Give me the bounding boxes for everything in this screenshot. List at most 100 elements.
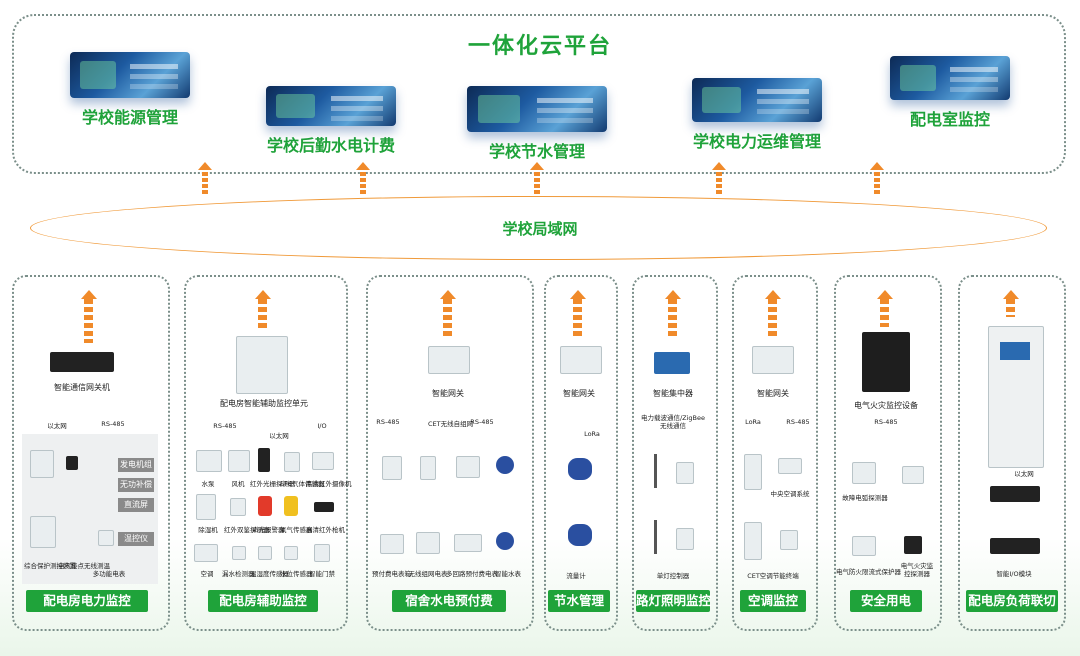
device-caption: 智能门禁: [309, 570, 335, 578]
subsystem-label[interactable]: 节水管理: [548, 590, 610, 612]
device-caption: 水位传感器: [280, 570, 313, 578]
link-label: CET无线自组网: [428, 420, 474, 428]
subsystem-aux-monitor: [184, 275, 348, 631]
monitor-unit-icon: [236, 336, 288, 394]
subsystem-dorm-prepay: [366, 275, 534, 631]
up-arrow-icon: [870, 162, 884, 194]
meter-icon: [454, 534, 482, 552]
dashboard-screen-icon: [266, 86, 396, 126]
app-label: 学校能源管理: [81, 108, 178, 127]
device-caption: 故障电弧探测器: [842, 494, 888, 502]
detector-icon: [230, 498, 246, 516]
platform-title: 一体化云平台: [467, 34, 612, 59]
water-meter-icon: [496, 456, 514, 474]
io-module-icon: [990, 486, 1040, 502]
dashboard-screen-icon: [70, 52, 190, 98]
thermo-icon: [258, 546, 272, 560]
device-caption: 高清红外枪机: [306, 526, 345, 534]
device-caption: 单灯控制器: [656, 572, 690, 580]
central-ac-icon: [778, 458, 802, 474]
subsystem-label[interactable]: 配电房负荷联切: [966, 590, 1058, 612]
link-label: RS-485: [376, 418, 400, 426]
tag-temp: 温控仪: [118, 532, 154, 546]
device-caption: 电气接点无线测温: [58, 562, 110, 570]
up-arrow-icon: [81, 290, 97, 343]
app-school-energy[interactable]: 学校能源管理: [60, 52, 200, 128]
flowmeter-icon: [568, 524, 592, 546]
link-label: RS-485: [470, 418, 494, 426]
protection-device-icon: [30, 450, 54, 478]
subsystem-label[interactable]: 配电房辅助监控: [208, 590, 318, 612]
ac-unit-icon: [744, 522, 762, 560]
dashboard-screen-icon: [467, 86, 607, 132]
subsystem-water-saving: [544, 275, 618, 631]
device-caption: SF6气体传感器: [280, 480, 325, 488]
subsystem-label[interactable]: 路灯照明监控: [636, 590, 711, 612]
gateway-label: 电气火灾监控设备: [854, 401, 918, 410]
device-caption: 电气防火限流式保护器: [836, 568, 901, 576]
device-caption: 无线组网电表: [408, 570, 448, 578]
protection-device-icon: [30, 516, 56, 548]
meter-icon: [98, 530, 114, 546]
gateway-device-icon: [428, 346, 470, 374]
subsystem-ac-monitor: [732, 275, 818, 631]
link-label: 以太网: [1014, 470, 1034, 478]
gateway-device-icon: [50, 352, 114, 372]
up-arrow-icon: [712, 162, 726, 194]
subsystem-label[interactable]: 空调监控: [740, 590, 806, 612]
link-label: 电力载波通信/ZigBee无线通信: [640, 414, 706, 430]
up-arrow-icon: [255, 290, 271, 331]
link-label: LoRa: [584, 430, 600, 438]
device-caption: 漏水检测器: [222, 570, 255, 578]
device-caption: 电气火灾监控探测器: [900, 562, 934, 578]
camera-icon: [312, 452, 334, 470]
app-power-maintenance[interactable]: 学校电力运维管理: [682, 78, 832, 152]
meter-box-icon: [382, 456, 402, 480]
device-caption: 预付费电表箱: [372, 570, 411, 578]
subsystem-power-monitor: [12, 275, 170, 631]
device-caption: 高清红外摄像机: [306, 480, 352, 488]
water-meter-icon: [496, 532, 514, 550]
link-label: RS-485: [101, 420, 125, 428]
leak-icon: [232, 546, 246, 560]
app-utility-billing[interactable]: 学校后勤水电计费: [256, 86, 406, 156]
energy-terminal-icon: [780, 530, 798, 550]
gateway-device-icon: [752, 346, 794, 374]
device-caption: 温湿度传感器: [250, 570, 289, 578]
device-caption: 氧气传感器: [280, 526, 313, 534]
up-arrow-icon: [877, 290, 893, 327]
link-label: I/O: [317, 422, 327, 430]
up-arrow-icon: [570, 290, 586, 339]
up-arrow-icon: [765, 290, 781, 339]
app-label: 学校节水管理: [488, 142, 585, 161]
up-arrow-icon: [530, 162, 544, 194]
controller-icon: [676, 528, 694, 550]
device-caption: 智能水表: [495, 570, 521, 578]
app-substation-monitor[interactable]: 配电室监控: [880, 56, 1020, 130]
tag-dc-panel: 直流屏: [118, 498, 154, 512]
cabinet-screen-icon: [1000, 342, 1030, 360]
subsystem-label[interactable]: 安全用电: [850, 590, 922, 612]
link-label: 以太网: [47, 422, 67, 430]
up-arrow-icon: [198, 162, 212, 194]
oxygen-sensor-icon: [284, 496, 298, 516]
subsystem-label[interactable]: 配电房电力监控: [26, 590, 148, 612]
meter-icon: [456, 456, 480, 478]
app-water-saving[interactable]: 学校节水管理: [462, 86, 612, 162]
street-lamp-icon: [654, 454, 657, 488]
fire-detector-icon: [904, 536, 922, 554]
up-arrow-icon: [665, 290, 681, 339]
gateway-label: 智能通信网关机: [54, 383, 110, 392]
gateway-label: 智能网关: [563, 389, 595, 398]
subsystem-label[interactable]: 宿舍水电预付费: [392, 590, 506, 612]
gas-sensor-icon: [284, 452, 300, 472]
lan-label: 学校局域网: [502, 220, 578, 238]
sensor-icon: [66, 456, 78, 470]
subsystem-street-light: [632, 275, 718, 631]
tag-reactive: 无功补偿: [118, 478, 154, 492]
alarm-icon: [258, 496, 272, 516]
tag-generator: 发电机组: [118, 458, 154, 472]
device-caption: 流量计: [566, 572, 586, 580]
app-label: 配电室监控: [909, 110, 990, 129]
device-caption: 除湿机: [198, 526, 218, 534]
